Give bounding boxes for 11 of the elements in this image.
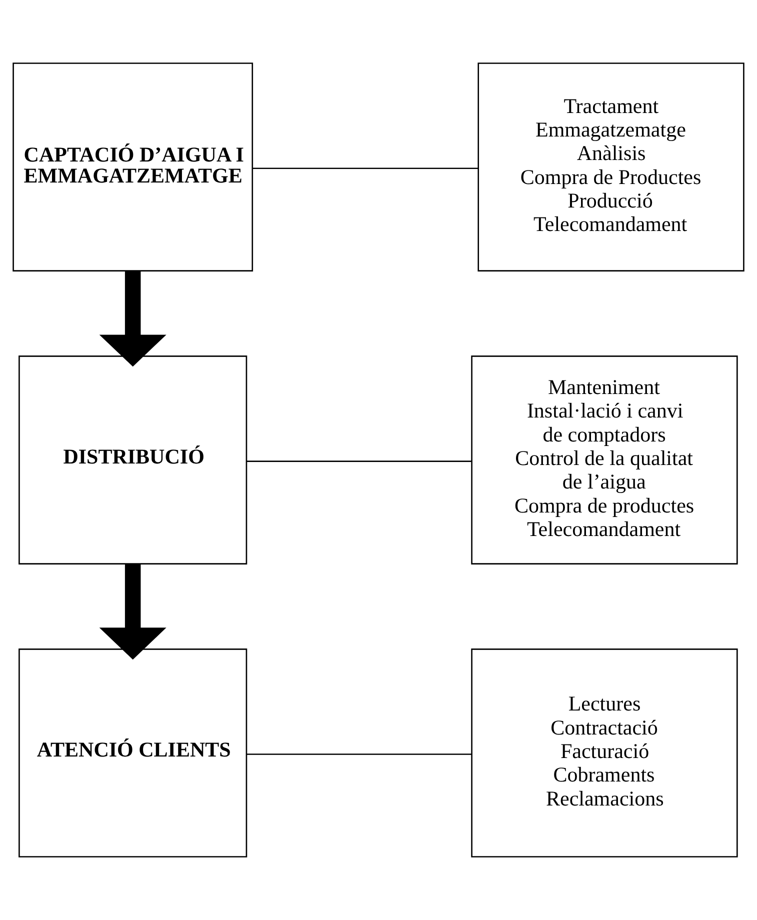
node-box: Tractament Emmagatzematge Anàlisis Compra de Productes Producció Telecomandament [478, 62, 744, 272]
node-box: Lectures Contractació Facturació Cobraments Reclamacions [471, 648, 738, 858]
node-box: DISTRIBUCIÓ [18, 356, 248, 564]
connector [252, 168, 478, 170]
node-box: CAPTACIÓ D’AIGUA I EMMAGATZEMATGE [12, 62, 254, 272]
node-box: ATENCIÓ CLIENTS [18, 648, 248, 858]
node-box: Manteniment Instal·lació i canvi de comptadors Control de la qualitat de l’aigua Compra de productes Telecomandament [471, 356, 738, 564]
arrow [99, 271, 166, 367]
connector [247, 460, 472, 462]
connector [247, 754, 472, 755]
arrow [99, 564, 166, 660]
